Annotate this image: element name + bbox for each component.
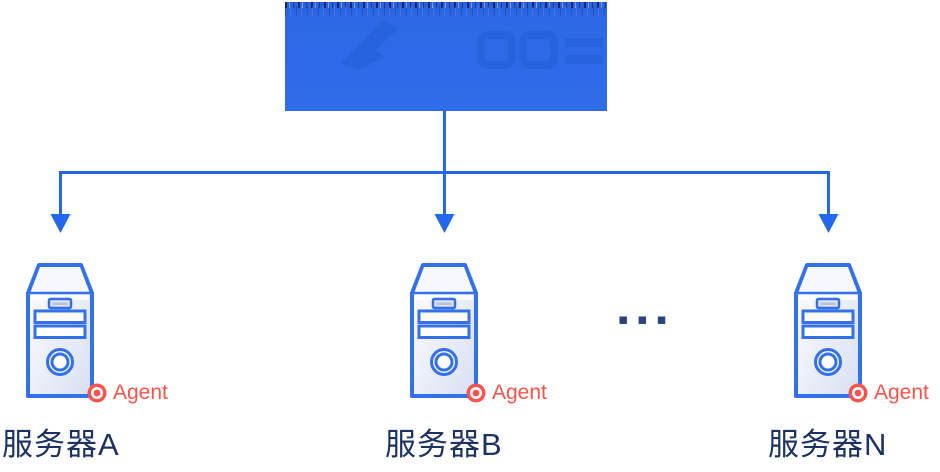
management-panel (285, 2, 607, 111)
server-label-a: 服务器A (2, 427, 120, 462)
server-label-n: 服务器N (768, 427, 888, 462)
agent-badge: Agent (848, 382, 929, 404)
agent-dot-icon (466, 383, 486, 403)
server-tower-icon (410, 263, 478, 398)
agent-label: Agent (492, 381, 547, 404)
arrowheads (50, 214, 839, 233)
agent-dot-icon (848, 383, 868, 403)
panel-watermark-logo-icon (340, 20, 603, 70)
panel-texture-band-2 (285, 6, 607, 16)
agent-label: Agent (113, 381, 168, 404)
server-tower-icon (794, 263, 862, 398)
agent-badge: Agent (466, 382, 547, 404)
server-label-b: 服务器B (385, 427, 503, 462)
server-tower-icon (26, 263, 94, 398)
ellipsis: ▪▪▪ (618, 310, 676, 328)
agent-badge: Agent (87, 382, 168, 404)
agent-dot-icon (87, 383, 107, 403)
panel-texture-band (285, 2, 607, 8)
agent-label: Agent (874, 381, 929, 404)
